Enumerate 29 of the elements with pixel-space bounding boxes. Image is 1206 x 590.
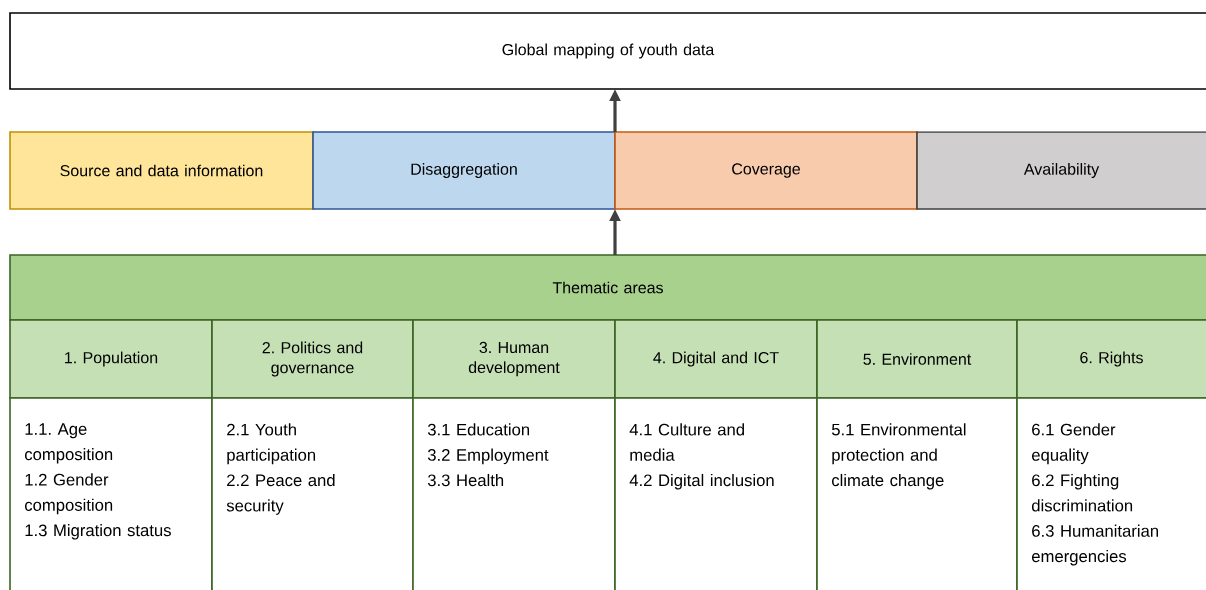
node-label: 5.1 Environmental protection and climate change [831, 423, 966, 490]
column-header-cell: 6. Rights [1016, 319, 1206, 399]
table-header: Thematic areas [9, 254, 1206, 321]
node-label: 4.2 Digital inclusion [629, 473, 774, 490]
node-label: 2.2 Peace and security [226, 473, 335, 515]
column-header-cell: 4. Digital and ICT [614, 319, 818, 399]
table-cell: 3.1 Education 3.2 Employment 3.3 Health [412, 397, 616, 590]
title-box: Global mapping of youth data [9, 12, 1206, 90]
column-header-cell: 5. Environment [816, 319, 1018, 399]
table-cell: 2.1 Youth participation 2.2 Peace and security [211, 397, 414, 590]
column-header-cell: 1. Population [9, 319, 213, 399]
table-cell: 1.1. Age composition 1.2 Gender composition 1.3 Migration status [9, 397, 213, 590]
criteria-box: Disaggregation [312, 131, 616, 210]
criteria-box: Availability [916, 131, 1206, 210]
table-cell: 6.1 Gender equality 6.2 Fighting discrimination 6.3 Humanitarian emergencies [1016, 397, 1206, 590]
column-header-cell: 3. Human development [412, 319, 616, 399]
criteria-box: Source and data information [9, 131, 314, 210]
node-label: 3.2 Employment [427, 448, 549, 465]
column-header-cell: 2. Politics and governance [211, 319, 414, 399]
node-label: 3.1 Education [427, 423, 530, 436]
node-label: 4.1 Culture and media [629, 423, 744, 461]
table-cell: 5.1 Environmental protection and climate change [816, 397, 1018, 590]
node-label: 1.2 Gender composition [24, 473, 113, 515]
node-label: 1.3 Migration status [25, 523, 171, 540]
node-label: 2.1 Youth participation [227, 423, 316, 465]
table-cell: 4.1 Culture and media 4.2 Digital inclusion [614, 397, 818, 590]
node-label: 1.1. Age composition [24, 423, 113, 464]
node-label: 3.3 Health [427, 473, 504, 487]
criteria-box: Coverage [614, 131, 918, 210]
